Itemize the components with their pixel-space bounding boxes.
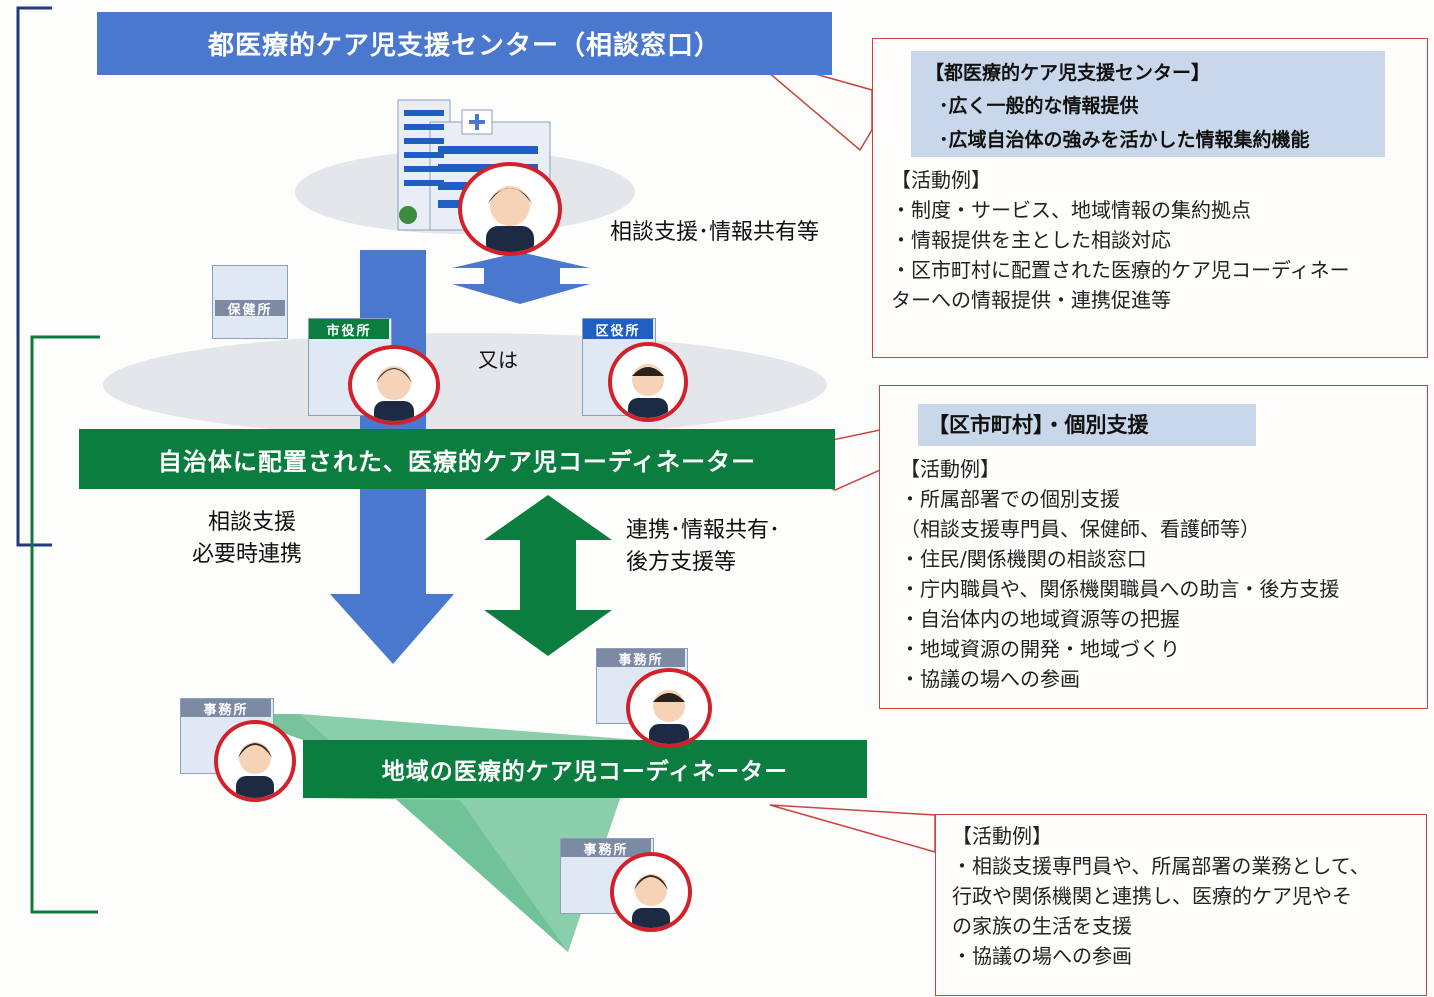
center-activity-item: ・制度・サービス、地域情報の集約拠点	[891, 198, 1251, 222]
center-activities-title: 【活動例】	[891, 168, 991, 192]
local-activity-item: ・協議の場への参画	[952, 944, 1132, 968]
municipal-activity-item: ・地域資源の開発・地域づくり	[900, 637, 1180, 661]
municipal-activity-item: ・庁内職員や、関係機関職員への助言・後方支援	[900, 577, 1340, 601]
center-activity-item: ・区市町村に配置された医療的ケア児コーディネー	[891, 258, 1350, 282]
avatar-office-lower	[610, 852, 692, 932]
center-head-title: 【都医療的ケア児支援センター】	[925, 62, 1211, 84]
center-info-head: 【都医療的ケア児支援センター】 ･広く一般的な情報提供 ･広域自治体の強みを活か…	[911, 51, 1385, 157]
office-upper-sign: 事務所	[597, 649, 685, 668]
office-lower-sign: 事務所	[561, 839, 651, 858]
avatar-city-staff	[348, 345, 440, 425]
local-activity-item: ・相談支援専門員や、所属部署の業務として、	[952, 854, 1370, 878]
center-head-item: ･広く一般的な情報提供	[939, 95, 1139, 117]
label-consult-share: 相談支援･情報共有等	[610, 220, 820, 245]
label-or: 又は	[478, 348, 518, 372]
center-head-item: ･広域自治体の強みを活かした情報集約機能	[939, 129, 1310, 151]
municipal-activity-item: ・協議の場への参画	[900, 667, 1080, 691]
municipal-info-box: 【区市町村】・個別支援 【活動例】 ・所属部署での個別支援 （相談支援専門員、保…	[879, 385, 1428, 709]
avatar-center-staff	[458, 162, 562, 256]
platform-middle	[103, 333, 827, 437]
health-center-sign: 保健所	[215, 300, 285, 318]
center-activity-item: ターへの情報提供・連携促進等	[891, 288, 1171, 312]
municipal-activities: 【活動例】 ・所属部署での個別支援 （相談支援専門員、保健師、看護師等） ・住民…	[900, 454, 1339, 694]
local-activity-item: 行政や関係機関と連携し、医療的ケア児やそ	[952, 884, 1352, 908]
person-icon	[632, 874, 670, 928]
label-coop-line1: 連携･情報共有･	[626, 518, 781, 543]
center-activity-item: ・情報提供を主とした相談対応	[891, 228, 1171, 252]
municipal-activity-item: ・自治体内の地域資源等の把握	[900, 607, 1180, 631]
local-activity-item: の家族の生活を支援	[952, 914, 1132, 938]
center-activities: 【活動例】 ・制度・サービス、地域情報の集約拠点 ・情報提供を主とした相談対応 …	[891, 165, 1350, 315]
avatar-office-upper	[626, 668, 712, 748]
person-icon	[649, 690, 689, 744]
municipal-coordinator-banner: 自治体に配置された、医療的ケア児コーディネーター	[79, 429, 835, 489]
prefecture-center-banner: 都医療的ケア児支援センター（相談窓口）	[97, 12, 832, 75]
label-consult-line1: 相談支援	[208, 510, 297, 535]
municipal-head-title: 【区市町村】・個別支援	[918, 404, 1256, 446]
municipal-activities-title: 【活動例】	[900, 457, 1000, 481]
health-center-building: 保健所	[212, 265, 288, 339]
city-office-sign: 市役所	[309, 319, 389, 339]
local-activities: 【活動例】 ・相談支援専門員や、所属部署の業務として、 行政や関係機関と連携し、…	[952, 821, 1370, 971]
office-left-sign: 事務所	[181, 699, 271, 718]
bracket-municipal	[30, 335, 100, 914]
arrow-updown-blue	[452, 252, 590, 304]
label-coop-line2: 後方支援等	[626, 550, 737, 575]
label-consult-line2: 必要時連携	[192, 542, 303, 567]
center-info-box: 【都医療的ケア児支援センター】 ･広く一般的な情報提供 ･広域自治体の強みを活か…	[872, 38, 1428, 358]
avatar-office-left	[214, 720, 296, 802]
local-coordinator-banner: 地域の医療的ケア児コーディネーター	[303, 740, 867, 798]
callout-tail-local	[769, 804, 936, 853]
municipal-activity-item: （相談支援専門員、保健師、看護師等）	[900, 517, 1260, 541]
avatar-ward-staff	[608, 342, 688, 422]
person-icon	[374, 366, 414, 421]
municipal-activity-item: ・住民/関係機関の相談窓口	[900, 547, 1147, 571]
person-icon	[628, 364, 668, 418]
local-activities-title: 【活動例】	[952, 824, 1052, 848]
person-icon	[236, 742, 274, 798]
person-icon	[486, 186, 534, 252]
bracket-prefecture	[16, 6, 52, 547]
arrow-updown-green	[484, 495, 612, 656]
local-info-box: 【活動例】 ・相談支援専門員や、所属部署の業務として、 行政や関係機関と連携し、…	[935, 814, 1427, 996]
ward-office-sign: 区役所	[583, 319, 653, 339]
municipal-activity-item: ・所属部署での個別支援	[900, 487, 1120, 511]
